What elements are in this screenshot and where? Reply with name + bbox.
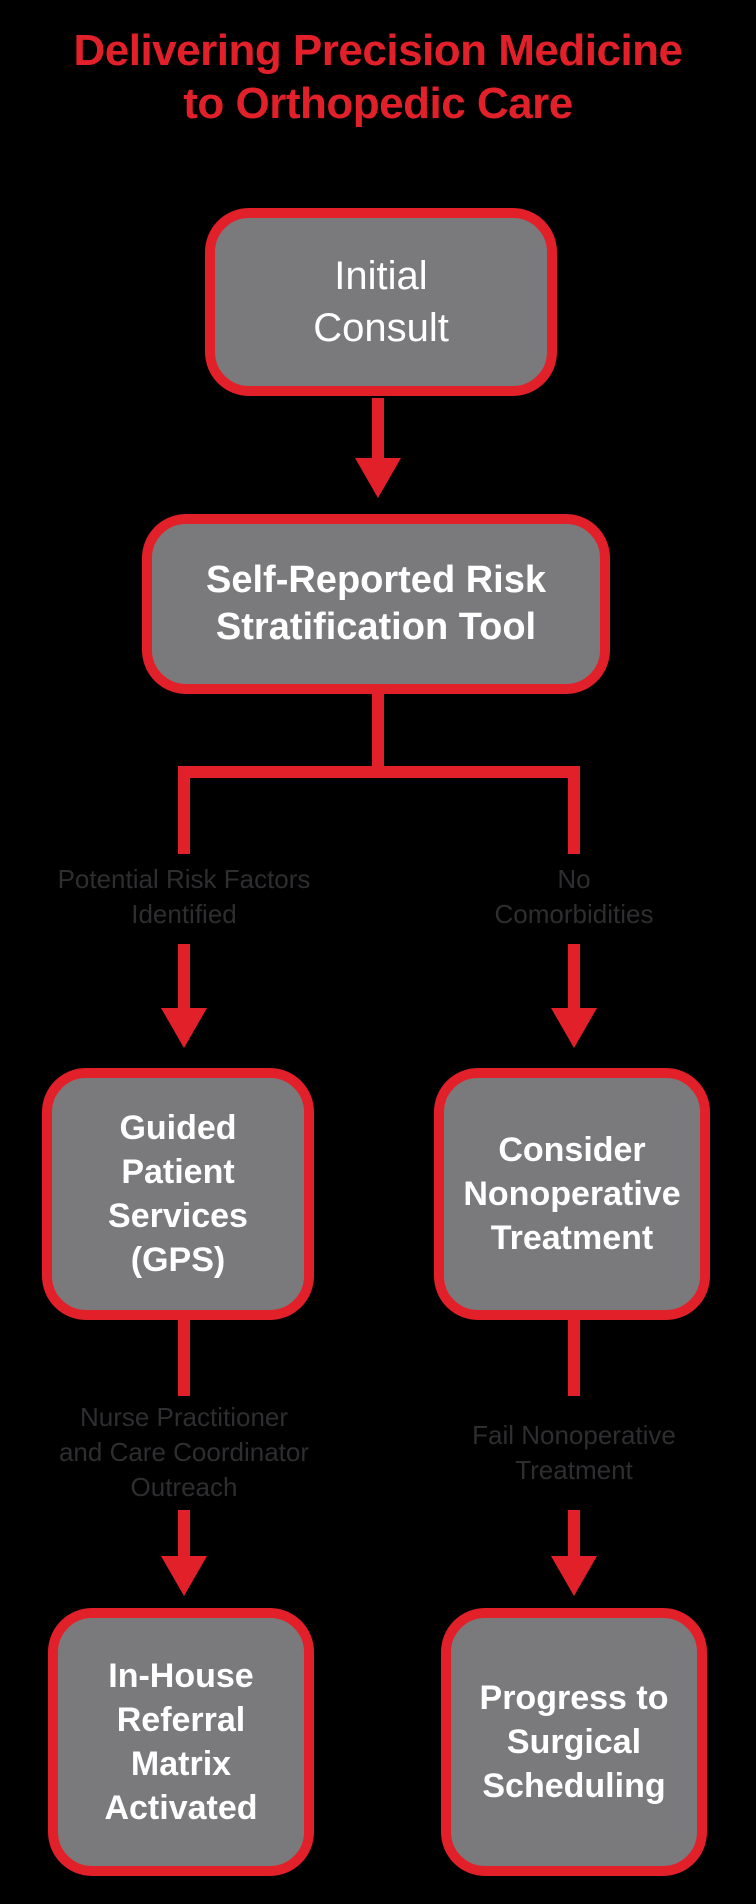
edge-label-no-comorbidities: No Comorbidities bbox=[494, 864, 654, 929]
edge-label-np-care-coordinator-outreach: Nurse Practitioner and Care Coordinator … bbox=[58, 1402, 310, 1502]
node-in-house-referral-matrix: In-House Referral Matrix Activated bbox=[48, 1608, 314, 1876]
node-guided-patient-services-label: Guided Patient Services (GPS) bbox=[108, 1109, 248, 1279]
connector-nonoperative-stem bbox=[568, 1318, 580, 1396]
connector-risktool-stem bbox=[372, 694, 384, 766]
node-initial-consult-label: Initial Consult bbox=[313, 254, 449, 350]
connector-right-drop bbox=[568, 766, 580, 854]
flow-arrow-to-surgical-scheduling bbox=[568, 1510, 580, 1556]
node-consider-nonoperative-treatment-label: Consider Nonoperative Treatment bbox=[463, 1131, 681, 1257]
flow-arrow-to-nonoperative bbox=[568, 944, 580, 1008]
flow-arrow-initial-to-risktool bbox=[372, 398, 384, 458]
flow-arrow-to-gps bbox=[178, 944, 190, 1008]
node-consider-nonoperative-treatment: Consider Nonoperative Treatment bbox=[434, 1068, 710, 1320]
edge-label-risk-factors-identified: Potential Risk Factors Identified bbox=[57, 864, 311, 929]
node-guided-patient-services: Guided Patient Services (GPS) bbox=[42, 1068, 314, 1320]
connector-left-drop bbox=[178, 766, 190, 854]
flow-arrow-to-referral-matrix bbox=[178, 1510, 190, 1556]
page-title: Delivering Precision Medicine to Orthope… bbox=[73, 26, 683, 128]
node-initial-consult: Initial Consult bbox=[205, 208, 557, 396]
edge-label-fail-nonoperative-treatment: Fail Nonoperative Treatment bbox=[472, 1420, 676, 1485]
node-in-house-referral-matrix-label: In-House Referral Matrix Activated bbox=[104, 1657, 258, 1827]
connector-branch-bar bbox=[178, 766, 580, 778]
node-risk-stratification-tool-label: Self-Reported Risk Stratification Tool bbox=[206, 559, 546, 648]
node-risk-stratification-tool: Self-Reported Risk Stratification Tool bbox=[142, 514, 610, 694]
node-progress-to-surgical-scheduling: Progress to Surgical Scheduling bbox=[441, 1608, 707, 1876]
connector-gps-stem bbox=[178, 1318, 190, 1396]
node-progress-to-surgical-scheduling-label: Progress to Surgical Scheduling bbox=[479, 1679, 669, 1805]
